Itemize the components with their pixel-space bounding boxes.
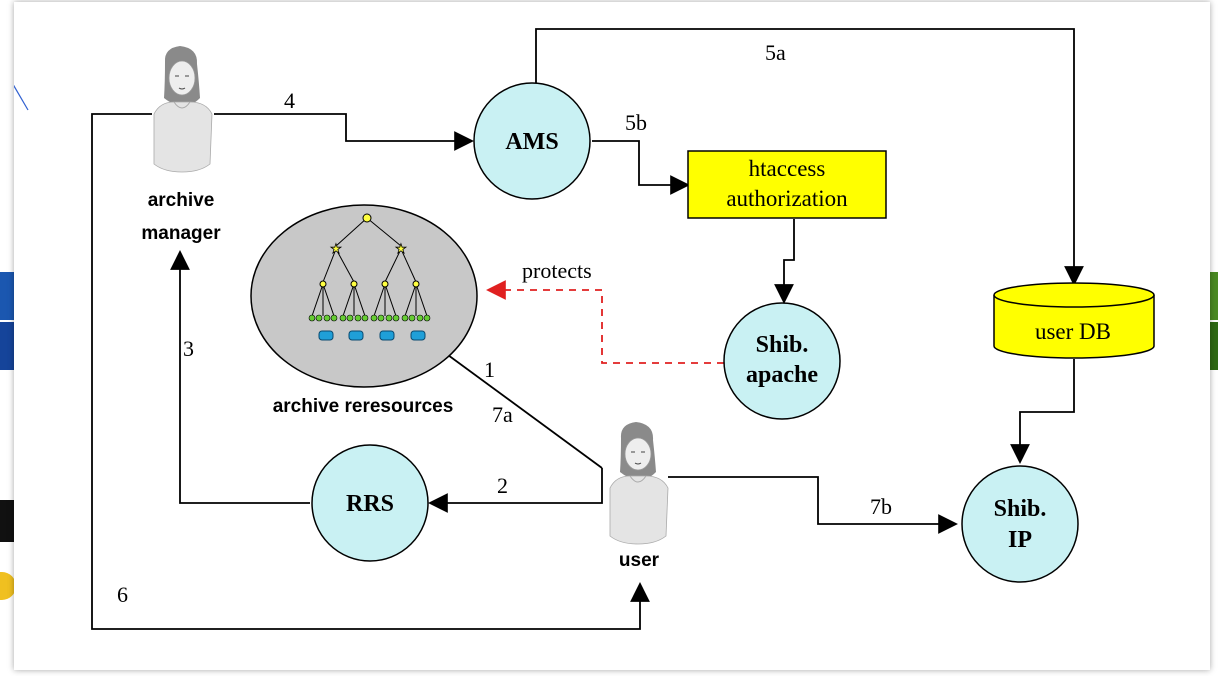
edge-5b-ams-to-htaccess [592,140,690,195]
tree-leaf-row [308,314,431,322]
actor-archive-manager-label-2: manager [141,223,221,244]
node-ams-label: AMS [505,129,558,155]
node-htaccess-label-2: authorization [726,186,848,211]
edge-2-user-to-rrs [428,468,603,513]
node-shib-apache: Shib. apache [723,302,841,420]
node-user-db: user DB [993,282,1155,359]
node-shib-ip: Shib. IP [961,465,1079,583]
tree-mid-node [412,280,420,288]
background-logo-fragment [0,572,16,600]
diagram-card: 4 5a 5b 3 1 7a 2 6 7b protects AMS RRS S… [14,2,1210,670]
node-htaccess-label-1: htaccess [749,156,826,181]
tree-root-node [362,213,372,223]
node-ams: AMS [473,82,591,200]
archive-resources: ★ ★ archive reresources [250,204,478,417]
edge-label-4: 4 [284,88,295,113]
edge-htaccess-to-shib-apache [774,219,795,304]
stray-blue-line [14,84,29,111]
architecture-diagram: 4 5a 5b 3 1 7a 2 6 7b protects AMS RRS S… [14,28,1155,630]
edge-7b-user-to-shib-ip [668,476,958,534]
tree-storage-icons [318,330,426,341]
node-user-db-label: user DB [1035,319,1111,344]
tree-mid-node [319,280,327,288]
resource-tree [311,217,428,317]
edge-label-2: 2 [497,473,508,498]
node-rrs-label: RRS [346,491,394,517]
edge-5a-ams-to-userdb [535,28,1084,286]
tree-star-right: ★ [395,241,407,256]
archive-resources-label: archive reresources [273,396,454,417]
tree-mid-node [350,280,358,288]
node-htaccess-authorization: htaccess authorization [687,150,887,219]
edge-6-manager-to-user [91,113,650,630]
actor-user: user [609,422,669,571]
edge-3-rrs-to-manager [170,250,310,504]
edge-label-protects: protects [522,258,592,283]
edge-protects [486,280,724,364]
actor-archive-manager: archive manager [141,46,221,244]
node-shib-apache-label-2: apache [746,362,818,388]
tree-star-left: ★ [330,241,342,256]
node-rrs: RRS [311,444,429,562]
background-dark-block [0,500,16,542]
edge-userdb-to-shib-ip [1010,359,1075,464]
tree-mid-node [381,280,389,288]
actor-user-label: user [619,550,660,571]
node-shib-apache-label-1: Shib. [756,332,809,358]
edge-label-7b: 7b [870,494,892,519]
edge-label-1: 1 [484,357,495,382]
edge-label-5a: 5a [765,40,786,65]
actor-archive-manager-label-1: archive [148,190,215,211]
edge-label-3: 3 [183,336,194,361]
person-icon [153,46,213,173]
node-shib-ip-label-2: IP [1008,527,1032,553]
person-icon [609,422,669,545]
edge-4-manager-to-ams [214,113,474,151]
edge-label-6: 6 [117,582,128,607]
edge-label-5b: 5b [625,110,647,135]
node-shib-ip-label-1: Shib. [994,496,1047,522]
edge-label-7a: 7a [492,402,513,427]
